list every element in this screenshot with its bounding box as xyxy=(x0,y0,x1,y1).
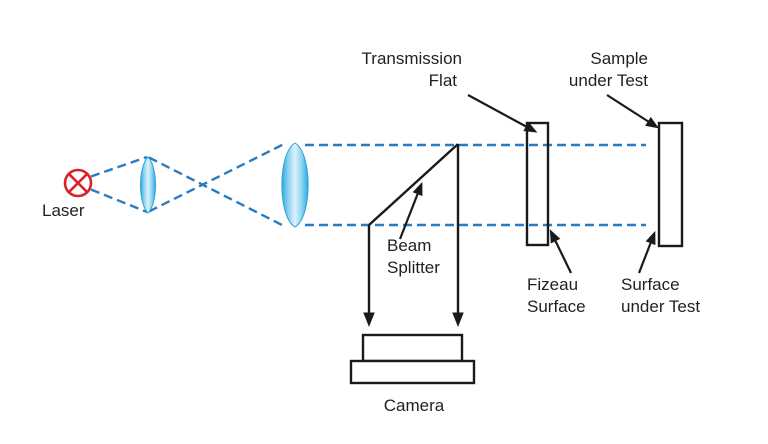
beam-splitter-label-line1: Beam xyxy=(387,236,431,255)
laser-label: Laser xyxy=(42,201,85,220)
fizeau-surface-arrow xyxy=(549,229,572,274)
transmission-flat-element xyxy=(525,121,550,247)
beam-laser-to-lens-upper xyxy=(90,155,148,178)
transmission-flat-arrow xyxy=(467,94,538,133)
beam-laser-to-lens-lower xyxy=(90,188,148,214)
beam-splitter-label-line2: Splitter xyxy=(387,258,440,277)
laser-cross-2 xyxy=(67,172,89,194)
label-arrows xyxy=(398,94,659,274)
laser-circle xyxy=(63,168,93,198)
fizeau-surface-label-line1: Fizeau xyxy=(527,275,578,294)
beam-focus-cross-up xyxy=(148,142,285,213)
laser-source-icon xyxy=(63,168,93,198)
sample-under-test-label-line1: Sample xyxy=(590,49,648,68)
beam-splitter-diagonal xyxy=(368,143,459,226)
fizeau-surface-label-line2: Surface xyxy=(527,297,586,316)
surface-under-test-label-line2: under Test xyxy=(621,297,700,316)
camera-label: Camera xyxy=(384,396,445,415)
beam-splitter-element xyxy=(363,143,464,327)
transmission-flat-label-line2: Flat xyxy=(429,71,458,90)
beam-splitter-arrow xyxy=(398,181,423,240)
transmission-flat-label-line1: Transmission xyxy=(362,49,462,68)
surface-under-test-arrow xyxy=(637,230,656,274)
sample-under-test-label-line2: under Test xyxy=(569,71,648,90)
camera-base-block xyxy=(349,359,476,385)
surface-under-test-label-line1: Surface xyxy=(621,275,680,294)
camera-element xyxy=(349,333,476,385)
condenser-lens-icon xyxy=(140,156,156,214)
camera-top-block xyxy=(361,333,464,363)
sample-under-test-element xyxy=(657,121,684,248)
sample-under-test-arrow xyxy=(606,94,659,129)
beam-focus-cross-down xyxy=(148,156,285,228)
collimating-lens-icon xyxy=(281,142,309,228)
beam-path xyxy=(90,142,646,228)
